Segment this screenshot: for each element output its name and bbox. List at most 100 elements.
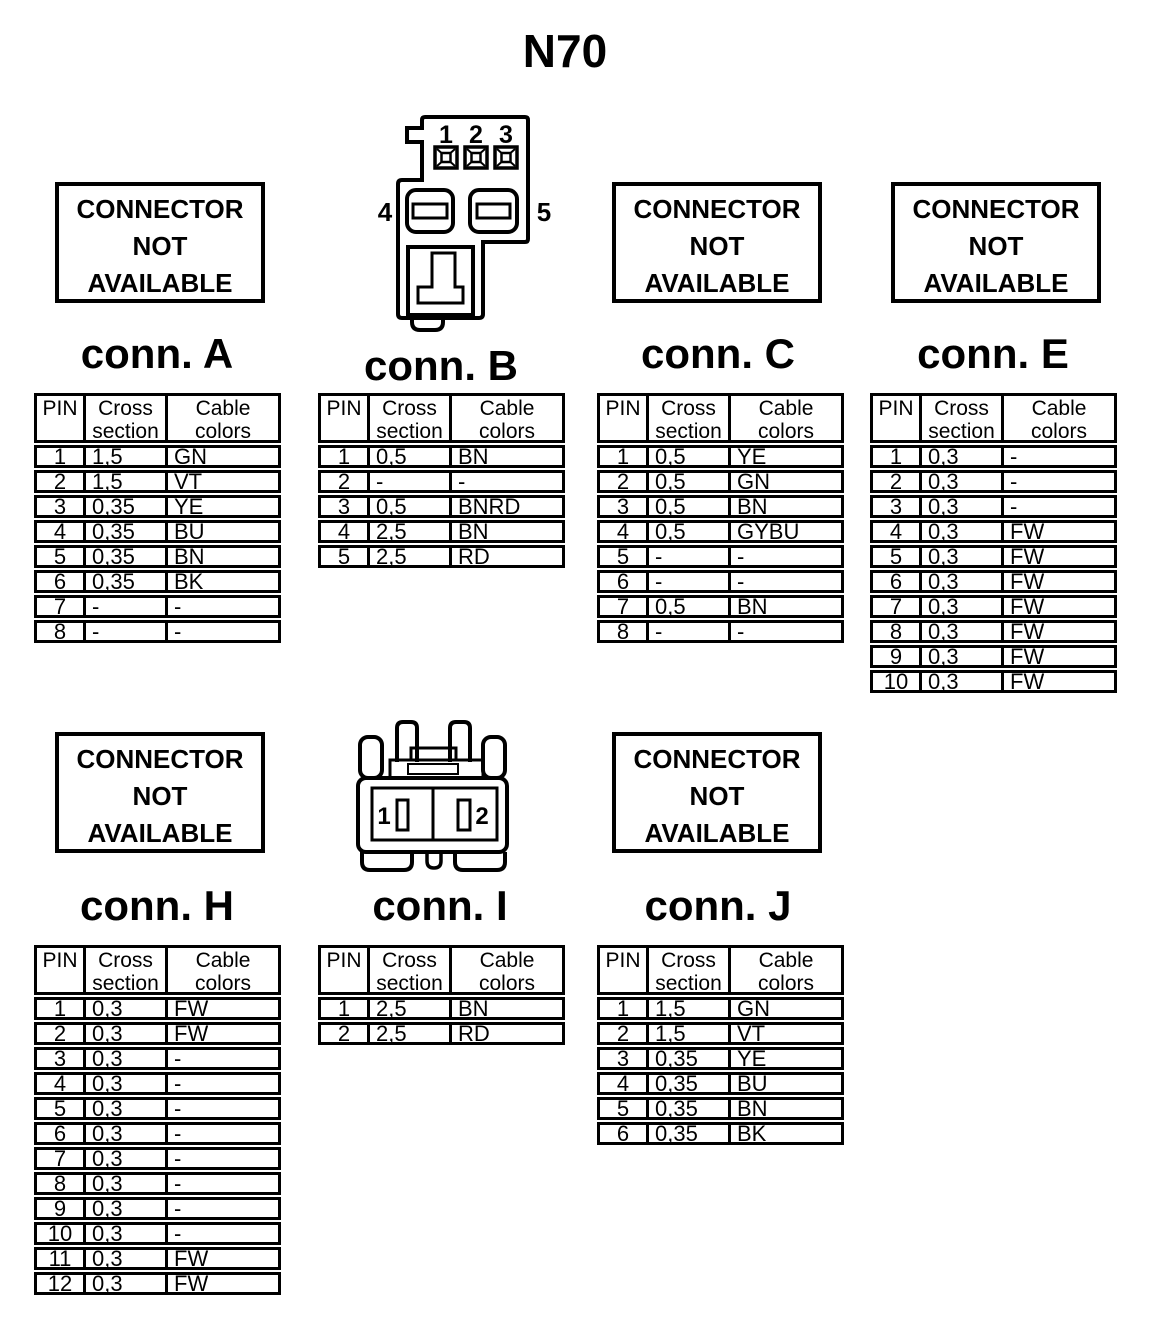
connector-i-feet	[360, 852, 507, 872]
not-available-text-line: AVAILABLE	[644, 818, 790, 848]
pin-cell: 8	[873, 621, 922, 643]
header-cable-color-cell: Cable colors	[194, 397, 252, 443]
pin-cell: 5	[600, 546, 649, 568]
cross-section-cell: 2,5	[370, 998, 452, 1020]
cable-color-cell: FW	[174, 1021, 209, 1046]
header-cable-color-cell: Cable colors	[1030, 397, 1088, 443]
pin-cell: 6	[37, 571, 86, 593]
cross-section-cell: 0,35	[649, 1073, 731, 1095]
pin-cell: 3	[37, 1048, 86, 1070]
cross-section-cell: 0,3	[86, 1098, 168, 1120]
table-row: 5--	[597, 545, 844, 568]
cable-color-cell: FW	[1010, 619, 1045, 644]
pin-cell: 1	[600, 998, 649, 1020]
pin-4-label: 4	[378, 197, 393, 227]
not-available-text-line: NOT	[132, 781, 188, 811]
cross-section-cell: 0,3	[86, 1198, 168, 1220]
pin-1-label: 1	[439, 121, 453, 149]
cable-color-cell: RD	[458, 544, 490, 569]
cable-color-cell: FW	[1010, 544, 1045, 569]
pin-cell: 2	[37, 1023, 86, 1045]
cable-color-cell: BN	[174, 544, 205, 569]
cross-section-cell: 0,5	[649, 446, 731, 468]
cable-color-cell: -	[174, 594, 182, 619]
cable-color-cell: -	[737, 544, 745, 569]
pin-cell: 5	[873, 546, 922, 568]
not-available-text-line: CONNECTOR	[633, 744, 801, 774]
header-cross-section-cell: Cross section	[86, 396, 168, 443]
pin-2-label: 2	[469, 121, 483, 149]
pin-3-cavity	[493, 145, 519, 170]
cross-section-cell: 0,35	[649, 1048, 731, 1070]
pin-1-label: 1	[377, 803, 390, 830]
cross-section-cell: 0,3	[86, 1148, 168, 1170]
cable-color-cell: BN	[458, 444, 489, 469]
cross-section-cell: 0,3	[86, 1173, 168, 1195]
cable-color-cell: FW	[1010, 594, 1045, 619]
pin-cell: 2	[873, 471, 922, 493]
connector-i-label: conn. I	[372, 882, 508, 929]
cable-color-cell: FW	[174, 1246, 209, 1271]
cross-section-cell: 0,3	[86, 998, 168, 1020]
not-available-text-line: CONNECTOR	[633, 194, 801, 224]
pin-cell: 7	[37, 596, 86, 618]
not-available-text-line: AVAILABLE	[87, 268, 233, 298]
header-cross-section-cell: Cross section	[370, 396, 452, 443]
cross-section-cell: 1,5	[86, 446, 168, 468]
pin-cell: 6	[37, 1123, 86, 1145]
cable-color-cell: -	[174, 1121, 182, 1146]
cable-color-cell: YE	[174, 494, 204, 519]
pin-cell: 7	[600, 596, 649, 618]
cable-color-cell: BN	[737, 594, 768, 619]
cable-color-cell: -	[174, 1196, 182, 1221]
header-pin-cell: PIN	[873, 396, 922, 441]
cross-section-cell: -	[649, 621, 731, 643]
cross-section-cell: 1,5	[86, 471, 168, 493]
header-pin-cell: PIN	[321, 948, 370, 993]
connector-h-label: conn. H	[80, 882, 234, 929]
cable-color-cell: BU	[737, 1071, 768, 1096]
cross-section-cell: 0,3	[86, 1273, 168, 1295]
table-row: 8--	[34, 620, 281, 643]
pin-cell: 8	[37, 1173, 86, 1195]
connector-b-body-outline	[396, 115, 530, 320]
cross-section-cell: 0,3	[922, 621, 1004, 643]
cable-color-cell: -	[1010, 494, 1018, 519]
header-cable-color-cell: Cable colors	[478, 949, 536, 995]
pin-cell: 2	[321, 471, 370, 493]
pin-cell: 5	[37, 1098, 86, 1120]
table-row: 7--	[34, 595, 281, 618]
pin-cell: 7	[37, 1148, 86, 1170]
header-cross-section-cell: Cross section	[370, 948, 452, 995]
cable-color-cell: BN	[458, 519, 489, 544]
pin-cell: 4	[600, 1073, 649, 1095]
pin-cell: 1	[321, 998, 370, 1020]
not-available-text-line: CONNECTOR	[912, 194, 1080, 224]
pin-5-cavity	[468, 188, 519, 234]
pin-cell: 4	[321, 521, 370, 543]
cable-color-cell: FW	[174, 996, 209, 1021]
cross-section-cell: 0,35	[86, 521, 168, 543]
cross-section-cell: 1,5	[649, 1023, 731, 1045]
